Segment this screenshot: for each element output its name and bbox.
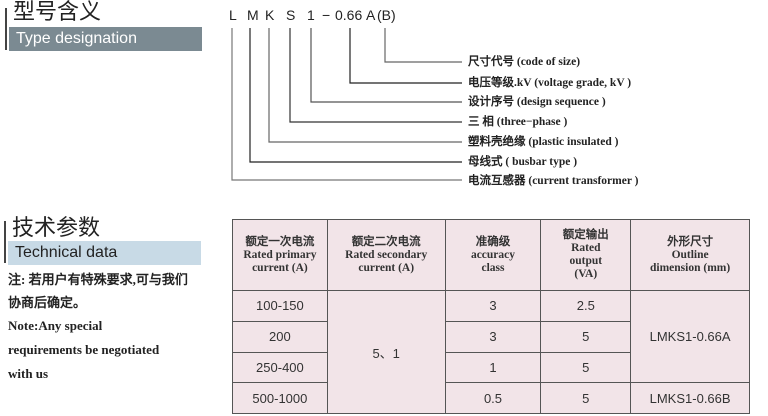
- cell-output: 5: [540, 351, 632, 384]
- label-plastic-insulated: 塑料壳绝缘 (plastic insulated ): [468, 136, 619, 148]
- label-code-of-size: 尺寸代号 (code of size): [468, 56, 581, 68]
- note-line: requirements be negotiated: [8, 342, 160, 357]
- cell-accuracy: 1: [444, 351, 542, 384]
- note-line: Note:Any special: [8, 318, 103, 333]
- cell-primary: 200: [232, 320, 328, 353]
- cell-primary: 100-150: [232, 290, 328, 322]
- code-char: (B): [377, 7, 396, 23]
- table-row: 200 3 5: [232, 320, 750, 353]
- type-title-cn: 型号含义: [13, 0, 102, 25]
- cell-primary: 250-400: [232, 351, 328, 384]
- label-three-phase: 三 相 (three−phase ): [468, 116, 568, 128]
- note-line: with us: [8, 366, 49, 381]
- type-title-en: Type designation: [9, 27, 202, 51]
- cell-primary: 500-1000: [232, 382, 328, 414]
- table-row: 100-150 5、1 3 2.5 LMKS1-0.66A: [232, 289, 750, 414]
- code-char: L: [229, 7, 237, 23]
- cell-output: 5: [540, 382, 632, 414]
- cell-dimension-a: LMKS1-0.66A: [630, 289, 750, 384]
- tech-title-cn: 技术参数: [12, 216, 101, 241]
- cell-output: 2.5: [540, 290, 632, 322]
- cell-dimension-b: LMKS1-0.66B: [630, 382, 750, 414]
- cell-accuracy: 3: [444, 320, 542, 353]
- table-row: 500-1000 0.5 5 LMKS1-0.66B: [232, 382, 750, 414]
- code-char: A: [366, 7, 376, 23]
- cell-accuracy: 0.5: [444, 382, 542, 414]
- code-char: M: [247, 7, 259, 23]
- label-voltage-grade: 电压等级.kV (voltage grade, kV ): [468, 77, 632, 89]
- cell-secondary-current: 5、1: [326, 290, 446, 414]
- label-busbar-type: 母线式 ( busbar type ): [468, 156, 578, 168]
- code-char: K: [265, 7, 275, 23]
- section-bar: [5, 8, 7, 50]
- cell-output: 5: [540, 320, 632, 353]
- tech-title-en: Technical data: [8, 241, 201, 265]
- code-char: 1: [307, 7, 315, 23]
- note-line: 协商后确定。: [8, 295, 87, 310]
- code-char: −: [322, 7, 331, 23]
- section-bar: [4, 221, 6, 263]
- code-char: 0.66: [335, 7, 363, 23]
- code-char: S: [286, 7, 296, 23]
- label-current-transformer: 电流互感器 (current transformer ): [468, 175, 639, 187]
- label-design-sequence: 设计序号 (design sequence ): [468, 96, 606, 108]
- cell-accuracy: 3: [444, 290, 542, 322]
- designation-lines: [231, 28, 462, 181]
- table-row: 250-400 1 5: [232, 351, 750, 384]
- note-line: 注: 若用户有特殊要求,可与我们: [8, 272, 188, 287]
